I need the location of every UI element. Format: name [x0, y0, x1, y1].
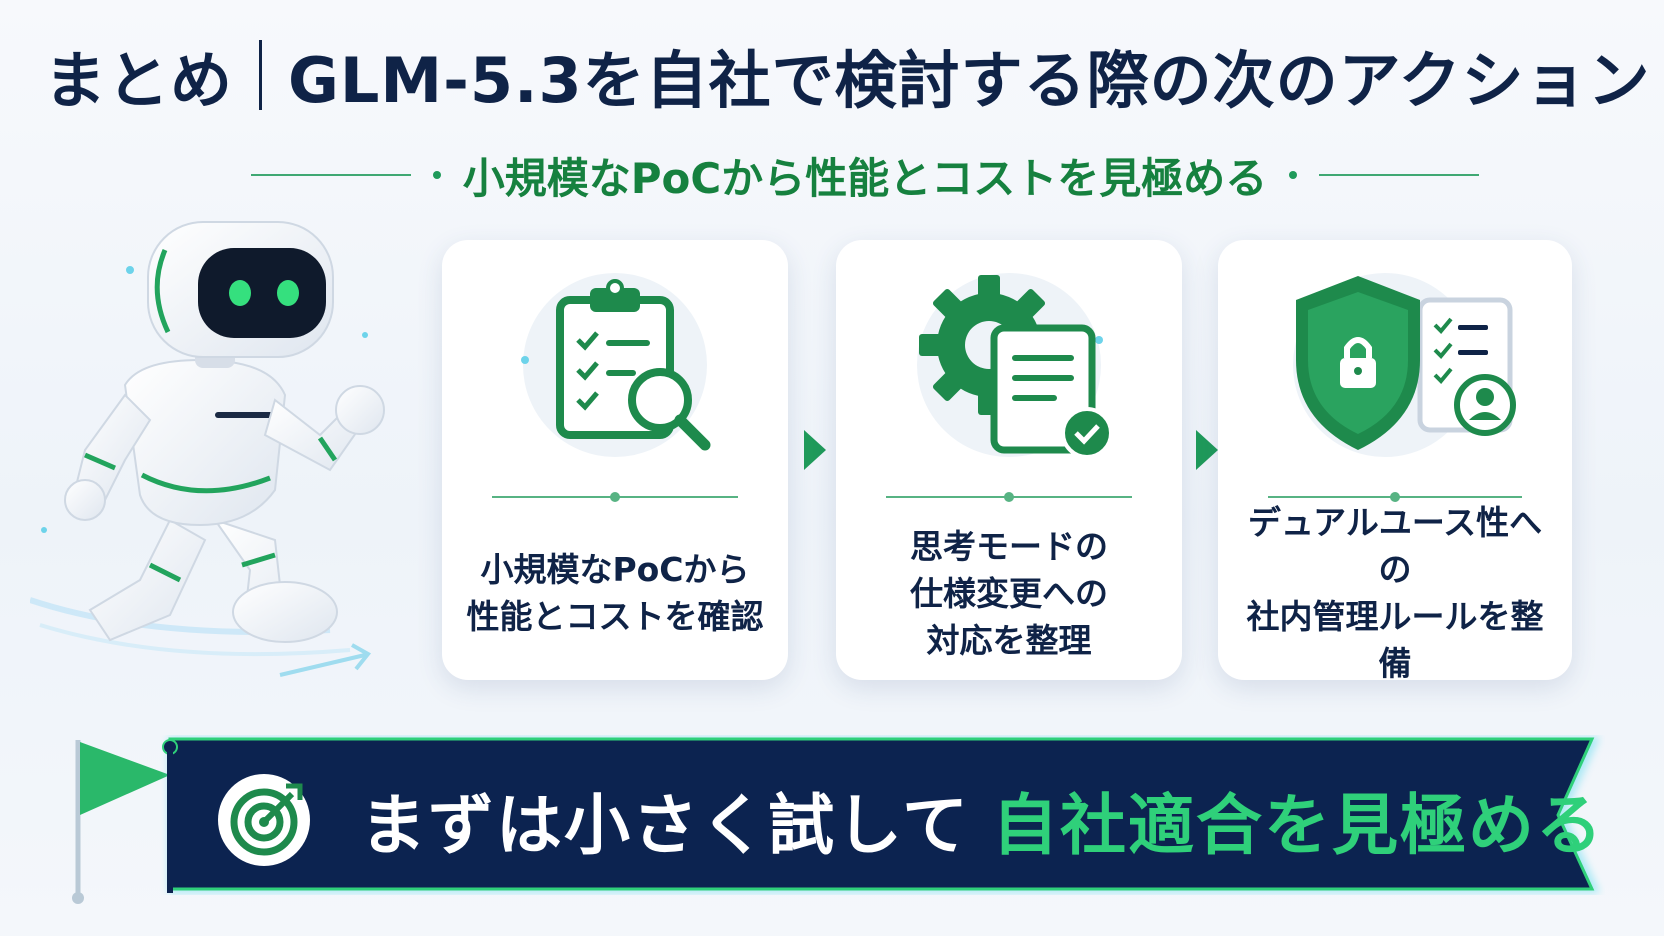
conclusion-text-green: 自社適合を見極める [992, 787, 1605, 864]
card-label: 思考モードの 仕様変更への 対応を整理 [910, 526, 1108, 660]
step-arrow-icon [804, 430, 826, 470]
title-divider [259, 40, 263, 110]
action-card-poc: 小規模なPoCから 性能とコストを確認 [442, 240, 788, 680]
card-label: 小規模なPoCから 性能とコストを確認 [466, 550, 764, 636]
conclusion-banner [162, 737, 1600, 893]
shield-lock-checklist-icon [1218, 270, 1572, 460]
target-icon [218, 774, 310, 866]
page-title: まとめ GLM-5.3を自社で検討する際の次のアクション [44, 30, 1651, 120]
subtitle-left-dot [432, 171, 441, 179]
action-card-thinking-mode: 思考モードの 仕様変更への 対応を整理 [836, 240, 1182, 680]
subtitle: 小規模なPoCから性能とコストを見極める [462, 153, 1268, 203]
title-main: GLM-5.3を自社で検討する際の次のアクション [288, 44, 1651, 117]
card-label: デュアルユース性への 社内管理ルールを整備 [1246, 503, 1544, 683]
conclusion-text-white: まずは小さく試して [360, 787, 971, 864]
subtitle-left-line [250, 174, 411, 176]
subtitle-right-dot [1289, 171, 1298, 179]
step-arrow-icon [1196, 430, 1218, 470]
subtitle-right-line [1319, 174, 1480, 176]
card-divider [886, 492, 1132, 502]
card-divider [492, 492, 738, 502]
title-prefix: まとめ [44, 44, 234, 117]
action-card-dual-use: デュアルユース性への 社内管理ルールを整備 [1218, 240, 1572, 683]
subtitle-row: 小規模なPoCから性能とコストを見極める [200, 150, 1530, 203]
card-divider [1268, 492, 1522, 502]
clipboard-search-icon [442, 270, 788, 460]
gear-document-check-icon [836, 270, 1182, 460]
goal-flag-icon [72, 740, 170, 904]
robot-illustration [30, 221, 385, 677]
conclusion-message: まずは小さく試して 自社適合を見極める [360, 772, 1604, 868]
